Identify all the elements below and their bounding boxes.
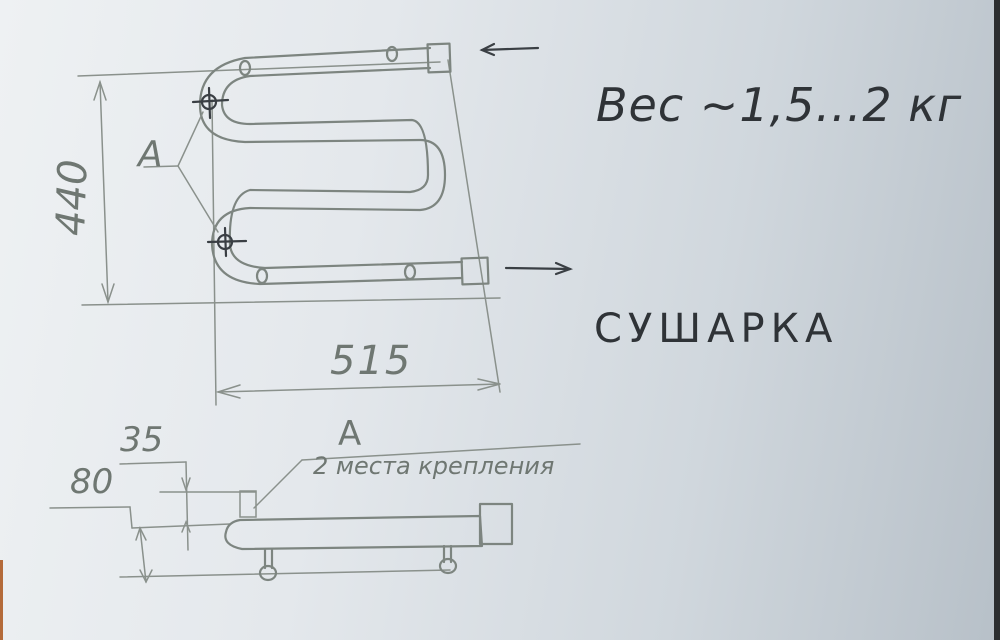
table-edge [0,560,3,640]
front-view-dimension-lines [77,59,501,406]
serpentine-pipe [198,42,490,286]
side-view [49,443,581,584]
dimension-80: 80 [70,462,114,502]
mount-label-a-front: А [138,134,163,175]
mount-point-crosshairs [191,86,248,258]
mount-leader-lines [143,111,219,233]
flow-arrows [479,42,574,276]
dimension-height-440: 440 [48,158,97,237]
dimension-width-515: 515 [330,338,413,384]
drawing-title: СУШАРКА [594,306,839,352]
weight-note: Вес ~1,5...2 кг [596,78,963,132]
mount-label-a-side: А [338,414,362,454]
dimension-35: 35 [120,420,164,460]
mount-points-note: 2 места крепления [313,452,555,480]
